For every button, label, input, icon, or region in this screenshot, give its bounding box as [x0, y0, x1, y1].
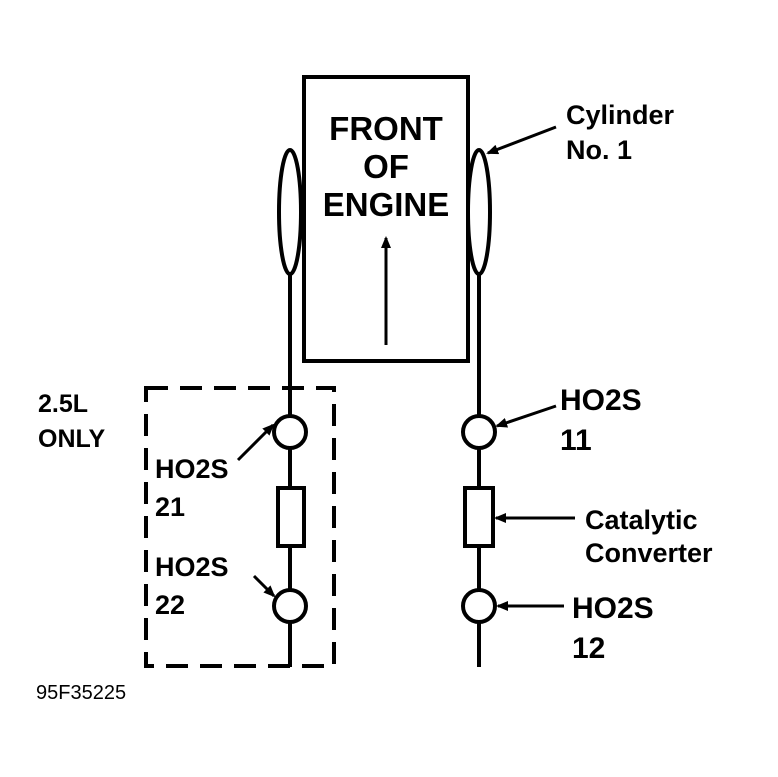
figure-code: 95F35225	[36, 682, 126, 704]
sensor-22	[272, 588, 308, 624]
sensor-11	[461, 414, 497, 450]
engine-label-line3: ENGINE	[323, 186, 450, 223]
left-manifold	[277, 148, 303, 276]
option-dashed-box	[144, 386, 336, 668]
option-label-line2: ONLY	[38, 425, 105, 453]
cylinder-label-line2: No. 1	[566, 135, 632, 165]
sensor-22-label-line1: HO2S	[155, 552, 229, 582]
sensor-21-label-line2: 21	[155, 492, 185, 522]
sensor-22-arrow	[252, 574, 276, 598]
right-manifold	[466, 148, 492, 276]
sensor-12-label-line1: HO2S	[572, 592, 654, 625]
sensor-21	[272, 414, 308, 450]
left-catalytic-converter	[276, 486, 306, 548]
sensor-12	[461, 588, 497, 624]
catalytic-label-line1: Catalytic	[585, 505, 698, 535]
sensor-11-label-line2: 11	[560, 424, 592, 457]
catalytic-label-line2: Converter	[585, 538, 713, 568]
cylinder-arrow	[486, 125, 557, 155]
sensor-11-arrow	[495, 404, 557, 428]
right-catalytic-converter	[463, 486, 495, 548]
option-label-line1: 2.5L	[38, 390, 88, 418]
cylinder-label-line1: Cylinder	[566, 100, 675, 130]
engine-label-line1: FRONT	[329, 110, 443, 147]
sensor-21-label-line1: HO2S	[155, 454, 229, 484]
sensor-11-label-line1: HO2S	[560, 384, 642, 417]
sensor-21-arrow	[236, 423, 275, 462]
sensor-22-label-line2: 22	[155, 590, 185, 620]
sensor-12-label-line2: 12	[572, 632, 605, 665]
engine-label-line2: OF	[363, 148, 409, 185]
